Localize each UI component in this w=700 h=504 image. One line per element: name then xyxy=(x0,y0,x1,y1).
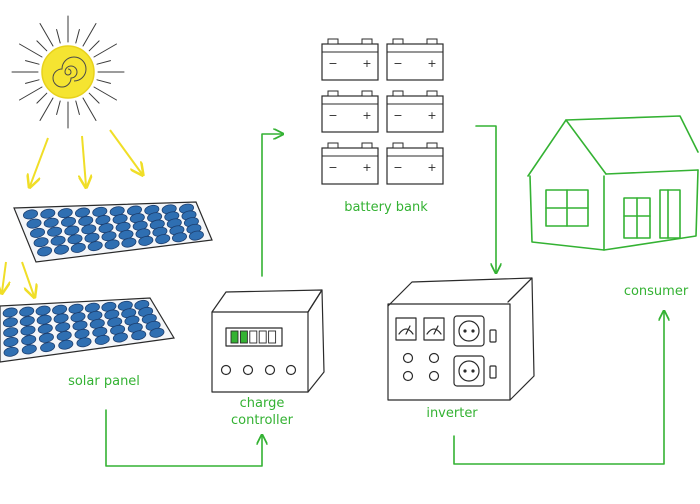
arrow-panel-to-controller xyxy=(105,409,262,467)
battery-plus-terminal: + xyxy=(427,57,436,70)
battery-icon: −+ xyxy=(321,38,379,81)
charge-level-cell xyxy=(230,330,239,344)
inverter-device xyxy=(387,277,535,401)
battery-minus-terminal: − xyxy=(328,161,337,174)
consumer-label: consumer xyxy=(623,284,689,299)
battery-plus-terminal: + xyxy=(362,109,371,122)
battery-icon: −+ xyxy=(321,90,379,133)
arrow-controller-to-battery xyxy=(261,134,282,277)
controller-knobs xyxy=(220,364,297,376)
battery-minus-terminal: − xyxy=(328,109,337,122)
battery-plus-terminal: + xyxy=(362,57,371,70)
charge-controller-label-line2: controller xyxy=(230,413,294,428)
battery-plus-terminal: + xyxy=(427,161,436,174)
battery-icon: −+ xyxy=(321,142,379,185)
charge-level-cell xyxy=(268,330,277,344)
flow-arrows xyxy=(105,125,664,467)
solar-panel-lower xyxy=(0,297,175,363)
battery-icon: −+ xyxy=(386,38,444,81)
battery-minus-terminal: − xyxy=(393,57,402,70)
solar-panel-label: solar panel xyxy=(68,374,140,389)
sun-icon xyxy=(11,15,125,129)
battery-plus-terminal: + xyxy=(362,161,371,174)
battery-bank-group: −+−+−+−+−+−+ xyxy=(321,38,444,185)
battery-minus-terminal: − xyxy=(393,109,402,122)
battery-bank-label: battery bank xyxy=(344,200,428,215)
battery-plus-terminal: + xyxy=(427,109,436,122)
inverter-label: inverter xyxy=(426,406,478,421)
charge-controller-device xyxy=(211,289,325,393)
solar-panel-upper xyxy=(13,201,213,263)
charge-controller-label-line1: charge xyxy=(239,396,285,411)
charge-level-cell xyxy=(249,330,258,344)
charge-level-display xyxy=(230,330,277,344)
battery-minus-terminal: − xyxy=(328,57,337,70)
battery-minus-terminal: − xyxy=(393,161,402,174)
arrow-battery-to-inverter xyxy=(475,125,496,272)
charge-level-cell xyxy=(239,330,248,344)
arrow-inverter-to-consumer xyxy=(453,312,664,465)
battery-icon: −+ xyxy=(386,142,444,185)
house-icon xyxy=(527,115,699,251)
battery-icon: −+ xyxy=(386,90,444,133)
sunlight-arrows xyxy=(2,129,142,296)
charge-level-cell xyxy=(258,330,267,344)
